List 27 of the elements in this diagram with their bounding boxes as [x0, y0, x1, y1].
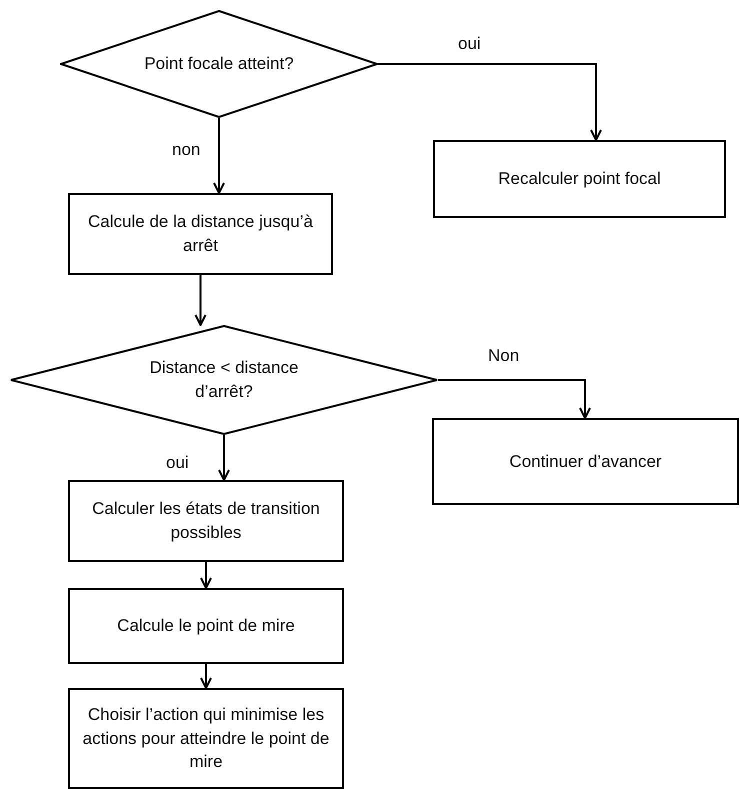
edge-label: oui: [166, 453, 189, 473]
step-text: Point focale atteint?: [144, 53, 294, 76]
edge-label: non: [172, 140, 200, 160]
arrow: [194, 275, 206, 326]
process-box: [432, 418, 739, 505]
arrow: [218, 435, 230, 481]
arrow: [378, 63, 602, 141]
arrow: [438, 379, 591, 419]
decision-diamond: [60, 10, 378, 118]
process-box: [68, 688, 344, 789]
step-text: Recalculer point focal: [498, 168, 661, 190]
step-text: Distance < distance d’arrêt?: [148, 357, 300, 403]
process-box: [68, 480, 344, 562]
step-text: Calcule le point de mire: [117, 615, 295, 638]
process-box: [433, 140, 726, 218]
step-text: Continuer d’avancer: [509, 450, 662, 473]
step-text: Choisir l’action qui minimise les actions pour atteindre le point de mire: [82, 704, 330, 774]
edge-label: oui: [458, 34, 481, 54]
step-text: Calculer les états de transition possibles: [91, 498, 321, 544]
step-text: Calcule de la distance jusqu’à arrêt: [87, 211, 314, 257]
arrow: [200, 562, 212, 589]
arrow: [213, 118, 225, 194]
edge-label: Non: [488, 346, 520, 366]
arrow: [200, 664, 212, 689]
decision-diamond: [10, 325, 438, 435]
process-box: [68, 193, 333, 275]
process-box: [68, 588, 344, 664]
